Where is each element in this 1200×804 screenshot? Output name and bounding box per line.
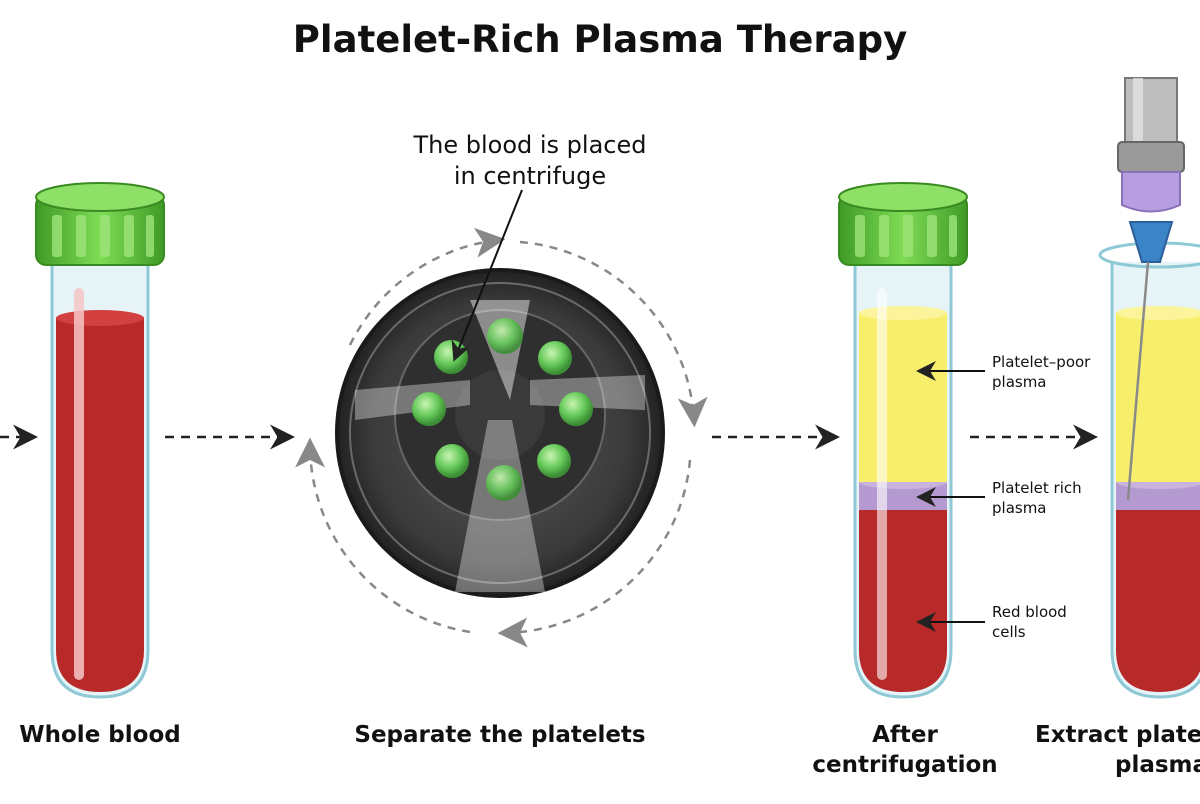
label-line: plasma: [992, 373, 1047, 391]
centrifuge-note-line: in centrifuge: [453, 162, 607, 190]
tube-extraction: [1098, 77, 1200, 699]
platelet-poor-layer: [859, 313, 947, 482]
label-line: Red blood: [992, 603, 1067, 621]
label-line: Platelet–poor: [992, 353, 1091, 371]
blood-fill: [56, 318, 144, 692]
caption-line: plasma: [1115, 752, 1200, 778]
tube-after-centrifugation: [838, 182, 985, 699]
tube-whole-blood: [35, 182, 165, 699]
red-blood-cells-layer: [859, 508, 947, 692]
rotation-arrow: [295, 437, 471, 634]
caption-extract: Extract platel plasma: [1035, 720, 1200, 780]
label-line: cells: [992, 623, 1026, 641]
centrifuge: [295, 189, 708, 648]
centrifuge-note: The blood is placed in centrifuge: [380, 130, 680, 192]
rotation-arrow: [519, 240, 708, 428]
caption-after-centrifugation: After centrifugation: [800, 720, 1010, 780]
caption-line: Whole blood: [19, 722, 181, 748]
rotation-arrow: [348, 227, 506, 346]
caption-separate: Separate the platelets: [340, 720, 660, 750]
centrifuge-pointer: [451, 189, 523, 362]
label-line: Platelet rich: [992, 479, 1082, 497]
label-line: plasma: [992, 499, 1047, 517]
caption-line: centrifugation: [812, 752, 998, 778]
caption-whole-blood: Whole blood: [10, 720, 190, 750]
diagram-title: Platelet-Rich Plasma Therapy: [292, 18, 908, 61]
label-platelet-rich: Platelet rich plasma: [992, 478, 1082, 518]
caption-line: After: [872, 722, 938, 748]
rotation-arrow: [497, 459, 692, 648]
caption-line: Extract platel: [1035, 722, 1200, 748]
centrifuge-note-line: The blood is placed: [413, 131, 647, 159]
caption-line: Separate the platelets: [354, 722, 646, 748]
label-platelet-poor: Platelet–poor plasma: [992, 352, 1090, 392]
label-red-blood-cells: Red blood cells: [992, 602, 1067, 642]
syringe: [1117, 77, 1185, 501]
